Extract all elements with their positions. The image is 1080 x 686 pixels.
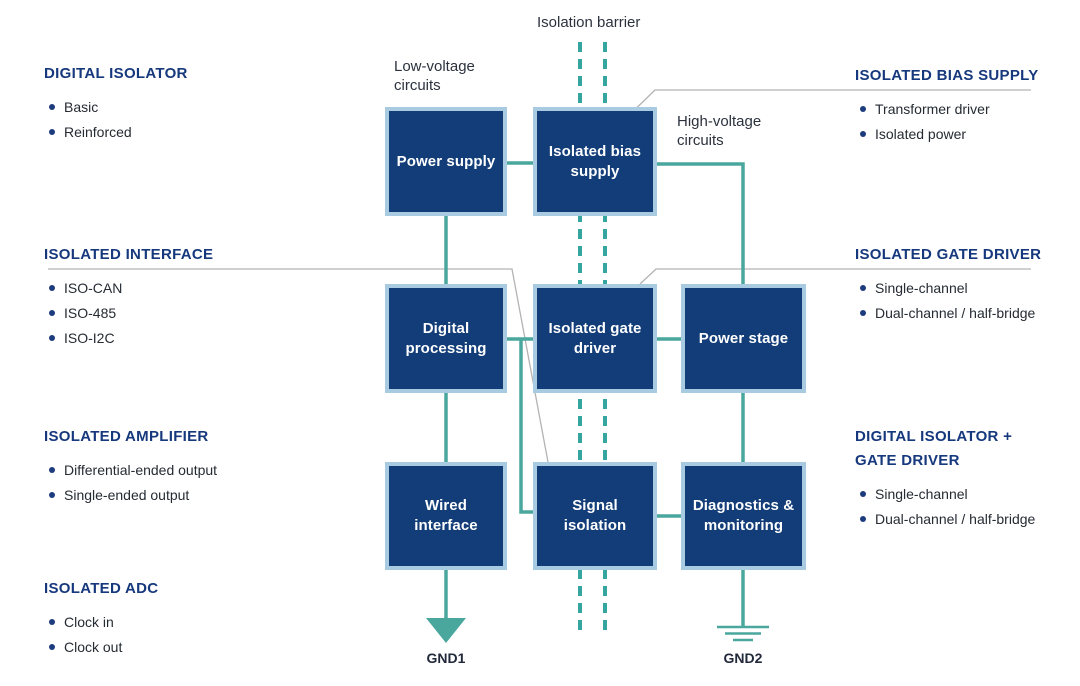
bullet-icon [860,284,866,291]
category-item-label: Clock out [64,638,123,655]
block-label: Wired interface [414,497,478,534]
category-item-label: ISO-I2C [64,329,115,346]
block-label: Isolated bias supply [548,142,642,180]
isolation-barrier-label: Isolation barrier [537,14,641,31]
category-item-label: Isolated power [875,125,967,142]
category-item: Basic [44,94,188,119]
category-item-list: Differential-ended output Single-ended o… [44,457,217,507]
category-item-list: Clock in Clock out [44,609,158,659]
block-wired-interface: Wired interface [385,462,507,570]
category-item-label: Basic [64,98,99,115]
category-title: DIGITAL ISOLATOR [44,65,188,82]
bullet-icon [49,284,55,291]
gnd2-earth-icon [717,625,769,642]
bullet-icon [49,643,55,650]
category-item-list: Single-channel Dual-channel / half-bridg… [855,275,1041,325]
category-item-label: Transformer driver [875,100,990,117]
category-digital-isolator: DIGITAL ISOLATOR Basic Reinforced [44,62,188,144]
category-item-list: Single-channel Dual-channel / half-bridg… [855,481,1045,531]
category-item: Dual-channel / half-bridge [855,506,1045,531]
category-item-label: Clock in [64,613,114,630]
category-item: Single-channel [855,481,1045,506]
bullet-icon [860,130,866,137]
bullet-icon [860,309,866,316]
high-voltage-label: High-voltage circuits [677,113,762,149]
category-item-label: Reinforced [64,123,132,140]
category-item: ISO-485 [44,300,213,325]
category-item: Transformer driver [855,96,1039,121]
category-isolated-bias-supply: ISOLATED BIAS SUPPLY Transformer driver … [855,64,1039,146]
block-isolated-gate-driver: Isolated gate driver [533,284,657,393]
block-label: Signal isolation [563,497,627,534]
category-digital-isolator-gate-driver: DIGITAL ISOLATOR + GATE DRIVER Single-ch… [855,425,1045,531]
bullet-icon [49,309,55,316]
block-power-stage: Power stage [681,284,806,393]
category-item: Dual-channel / half-bridge [855,300,1041,325]
category-isolated-amplifier: ISOLATED AMPLIFIER Differential-ended ou… [44,425,217,507]
bullet-icon [49,466,55,473]
bullet-icon [860,105,866,112]
bullet-icon [49,491,55,498]
conn-tap-signalisolation [519,340,535,514]
leader-isolated-bias-supply [636,89,1031,108]
gnd1-arrow-icon [426,618,466,643]
category-item: ISO-CAN [44,275,213,300]
bullet-icon [860,515,866,522]
category-item-label: Dual-channel / half-bridge [875,510,1036,527]
category-item: Clock out [44,634,158,659]
category-item: Clock in [44,609,158,634]
block-label: Diagnostics & monitoring [692,497,795,534]
category-title: ISOLATED AMPLIFIER [44,428,209,445]
category-isolated-gate-driver: ISOLATED GATE DRIVER Single-channel Dual… [855,243,1041,325]
gnd2-label: GND2 [723,650,763,666]
block-digital-processing: Digital processing [385,284,507,393]
category-item-list: Basic Reinforced [44,94,188,144]
category-item-list: Transformer driver Isolated power [855,96,1039,146]
category-item: Differential-ended output [44,457,217,482]
category-title: ISOLATED GATE DRIVER [855,246,1042,263]
category-item: Isolated power [855,121,1039,146]
category-item-label: Single-ended output [64,486,190,503]
category-item: Single-ended output [44,482,217,507]
block-isolated-bias-supply: Isolated bias supply [533,107,657,216]
bullet-icon [860,490,866,497]
category-item-label: ISO-CAN [64,279,123,296]
teal-connectors [444,161,745,627]
block-label: Power supply [396,152,496,170]
category-item: Reinforced [44,119,188,144]
category-item-label: Dual-channel / half-bridge [875,304,1036,321]
conn-biassupply-powerstage [655,162,745,288]
block-label: Power stage [698,329,789,347]
block-signal-isolation: Signal isolation [533,462,657,570]
low-voltage-label: Low-voltage circuits [394,58,475,94]
category-item-label: Single-channel [875,485,968,502]
bullet-icon [49,128,55,135]
category-item-label: Differential-ended output [64,461,218,478]
category-item-label: ISO-485 [64,304,117,321]
category-title: ISOLATED INTERFACE [44,246,214,263]
category-isolated-interface: ISOLATED INTERFACE ISO-CAN ISO-485 ISO-I… [44,243,213,350]
bullet-icon [49,334,55,341]
category-item: Single-channel [855,275,1041,300]
category-isolated-adc: ISOLATED ADC Clock in Clock out [44,577,158,659]
block-label: Isolated gate driver [548,319,642,357]
bullet-icon [49,103,55,110]
block-power-supply: Power supply [385,107,507,216]
gnd1-label: GND1 [426,650,466,666]
category-title: ISOLATED BIAS SUPPLY [855,67,1039,84]
category-title: ISOLATED ADC [44,580,159,597]
leader-lines [48,89,1031,463]
leader-isolated-gate-driver [639,268,1031,285]
category-item-list: ISO-CAN ISO-485 ISO-I2C [44,275,213,350]
category-item: ISO-I2C [44,325,213,350]
leader-isolated-interface [48,268,549,463]
category-title: DIGITAL ISOLATOR + GATE DRIVER [855,428,1013,469]
block-label: Digital processing [405,319,487,357]
bullet-icon [49,618,55,625]
category-item-label: Single-channel [875,279,968,296]
block-diagnostics-monitoring: Diagnostics & monitoring [681,462,806,570]
